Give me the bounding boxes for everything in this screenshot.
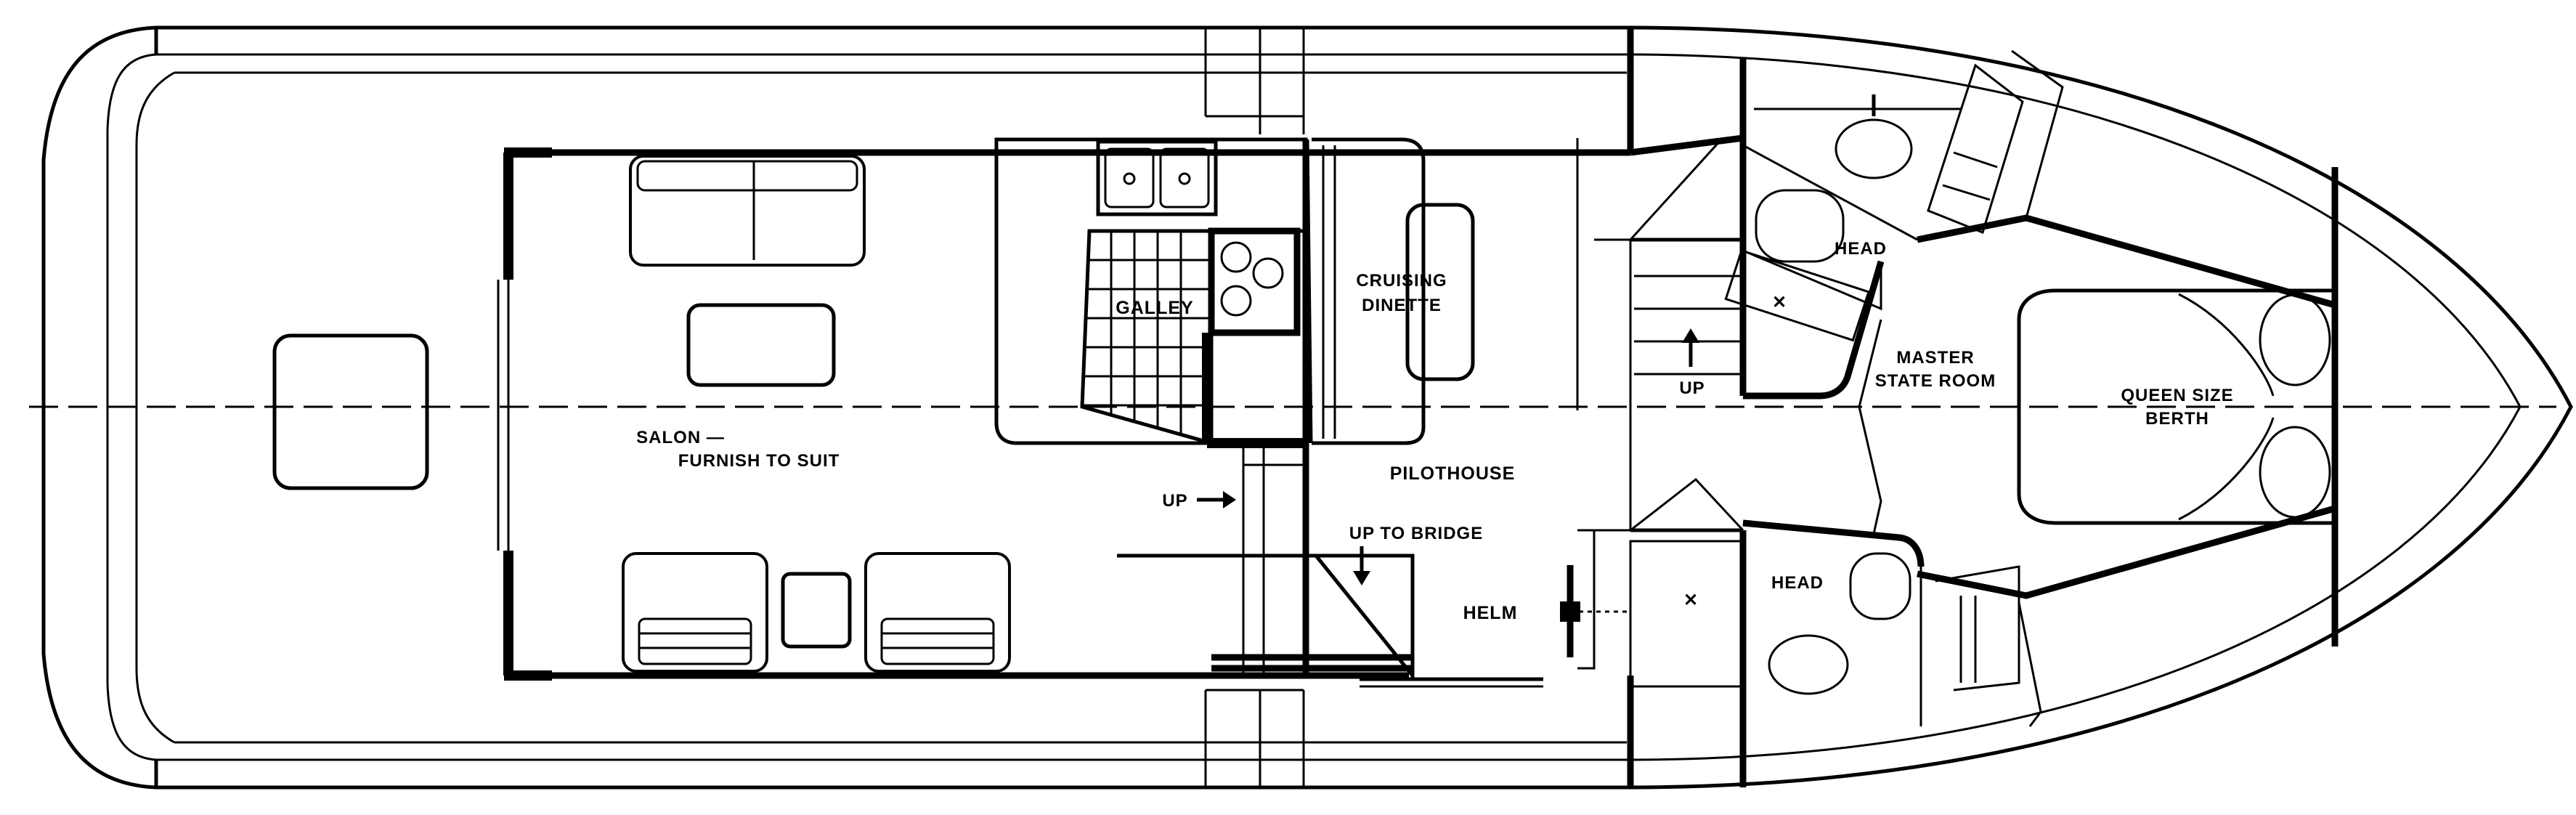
galley-tile-floor	[1080, 229, 1214, 446]
galley-stove	[1208, 227, 1301, 336]
label-berth-2: BERTH	[2145, 409, 2209, 429]
pilothouse-walls	[1360, 138, 1632, 688]
label-head-lower: HEAD	[1771, 573, 1824, 593]
hanging-locker-upper	[1927, 49, 2064, 234]
stairs-pilothouse	[1117, 443, 1415, 677]
label-salon: SALON —	[636, 428, 725, 447]
salon-chair-left	[622, 552, 768, 673]
label-dinette-2: DINETTE	[1362, 296, 1442, 315]
aft-deck-hatch	[272, 333, 429, 490]
label-salon-sub: FURNISH TO SUIT	[678, 451, 840, 471]
companionway-steps	[1629, 134, 1744, 532]
label-head-upper: HEAD	[1835, 239, 1887, 259]
cruising-dinette	[1312, 137, 1475, 445]
label-up-right: UP	[1679, 378, 1705, 398]
label-master-2: STATE ROOM	[1875, 371, 1996, 391]
side-deck-frames	[1204, 28, 1634, 787]
helm-wheel-icon	[1560, 565, 1630, 657]
label-galley: GALLEY	[1116, 298, 1193, 318]
salon-sofa	[629, 155, 866, 267]
galley-counter	[994, 137, 1308, 445]
label-dinette-1: CRUISING	[1356, 271, 1447, 291]
label-up-left: UP	[1162, 491, 1187, 511]
coffee-table	[686, 303, 836, 387]
salon-walls	[497, 147, 1630, 681]
svg-text:✕: ✕	[1772, 293, 1787, 312]
label-helm: HELM	[1463, 603, 1518, 623]
queen-berth	[2017, 288, 2337, 525]
label-master-1: MASTER	[1896, 348, 1974, 368]
side-table	[781, 572, 852, 649]
galley-sink	[1096, 139, 1218, 216]
hanging-locker-lower	[1935, 565, 2042, 727]
room-labels: SALON — FURNISH TO SUIT GALLEY CRUISING …	[636, 239, 2233, 623]
head-upper: ✕	[1724, 58, 1961, 400]
label-berth-1: QUEEN SIZE	[2121, 386, 2233, 405]
head-lower: ✕	[1629, 519, 1925, 787]
svg-text:✕: ✕	[1683, 591, 1699, 610]
salon-chair-right	[864, 552, 1011, 673]
up-arrow-icons	[1197, 328, 1699, 585]
label-pilothouse: PILOTHOUSE	[1390, 463, 1516, 484]
label-up-to-bridge: UP TO BRIDGE	[1349, 524, 1483, 543]
